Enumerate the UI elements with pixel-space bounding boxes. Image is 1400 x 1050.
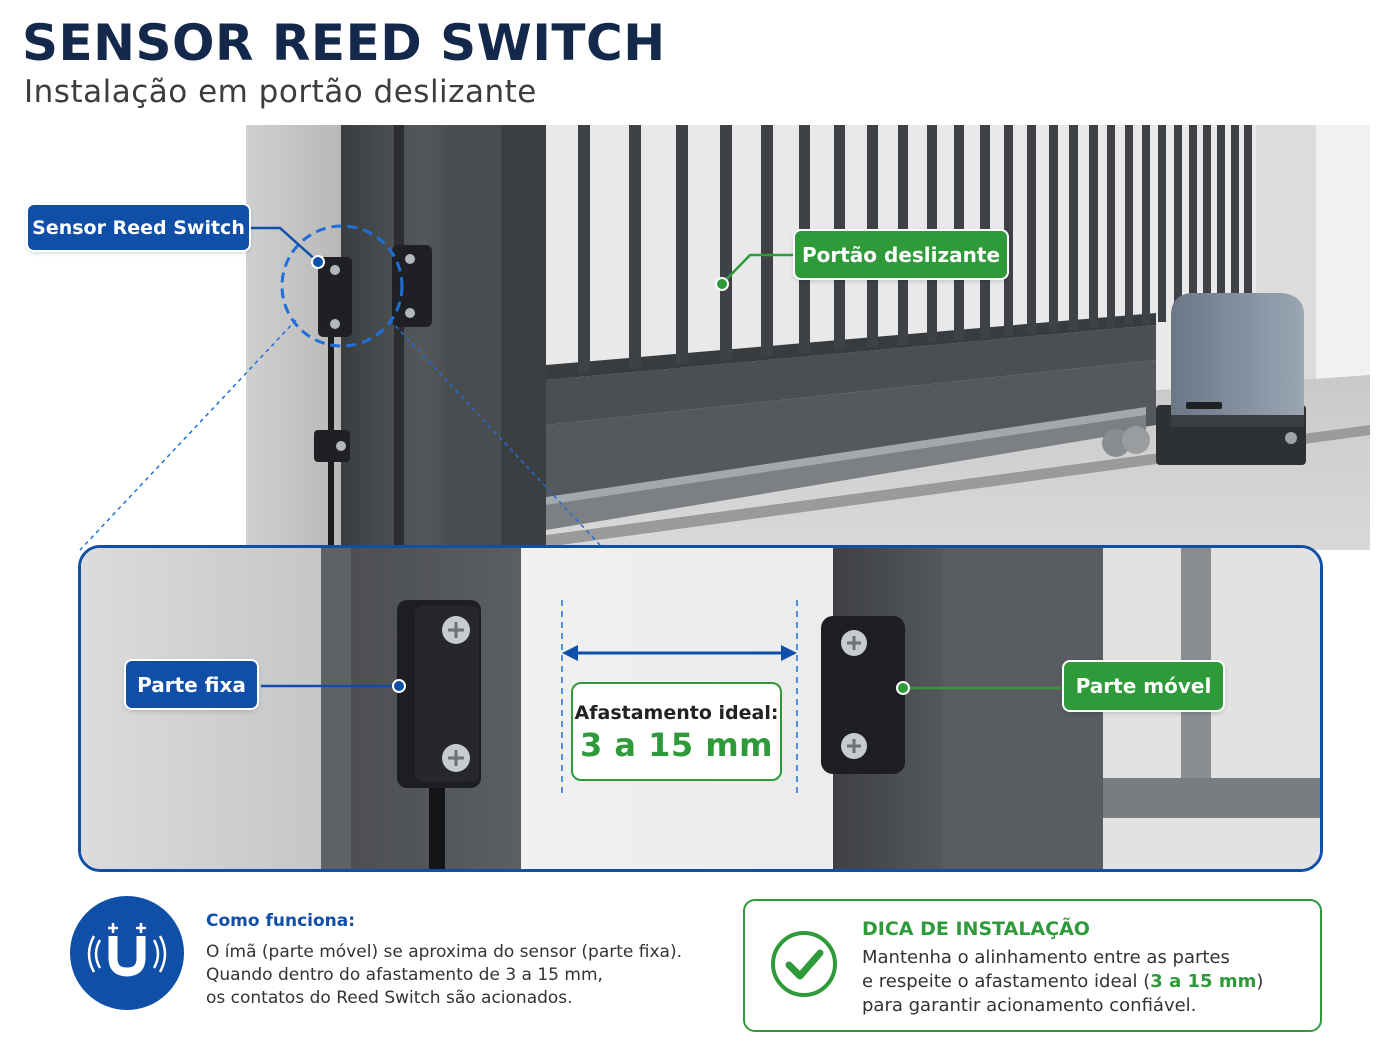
page-subtitle: Instalação em portão deslizante — [24, 74, 537, 110]
tip-line-1: Mantenha o alinhamento entre as partes — [862, 947, 1230, 968]
installation-tip-box — [743, 899, 1322, 1032]
fixed-part-label: Parte fixa — [126, 661, 257, 708]
tip-line-2-text: e respeite o afastamento ideal ( — [862, 971, 1151, 992]
tip-line-3: para garantir acionamento confiável. — [862, 995, 1197, 1016]
how-it-works-title: Como funciona: — [206, 911, 356, 931]
gate-scene-illustration — [246, 125, 1370, 550]
gap-label: Afastamento ideal: — [574, 702, 779, 724]
moving-part-label: Parte móvel — [1064, 662, 1223, 710]
magnet-icon — [70, 896, 184, 1010]
tip-line-2: e respeite o afastamento ideal (3 a 15 m… — [862, 971, 1263, 992]
checkmark-icon — [769, 929, 839, 999]
how-it-works-line: Quando dentro do afastamento de 3 a 15 m… — [206, 965, 603, 985]
page-title: SENSOR REED SWITCH — [22, 14, 666, 72]
sensor-callout-label: Sensor Reed Switch — [28, 205, 249, 250]
gap-value: 3 a 15 mm — [580, 726, 773, 764]
gap-info-box: Afastamento ideal: 3 a 15 mm — [571, 682, 782, 781]
tip-line-2-end: ) — [1256, 971, 1264, 992]
gate-callout-label: Portão deslizante — [795, 231, 1007, 278]
how-it-works-line: O ímã (parte móvel) se aproxima do senso… — [206, 942, 682, 962]
tip-title: DICA DE INSTALAÇÃO — [862, 918, 1090, 940]
how-it-works-line: os contatos do Reed Switch são acionados… — [206, 988, 573, 1008]
tip-gap-highlight: 3 a 15 mm — [1150, 971, 1257, 992]
